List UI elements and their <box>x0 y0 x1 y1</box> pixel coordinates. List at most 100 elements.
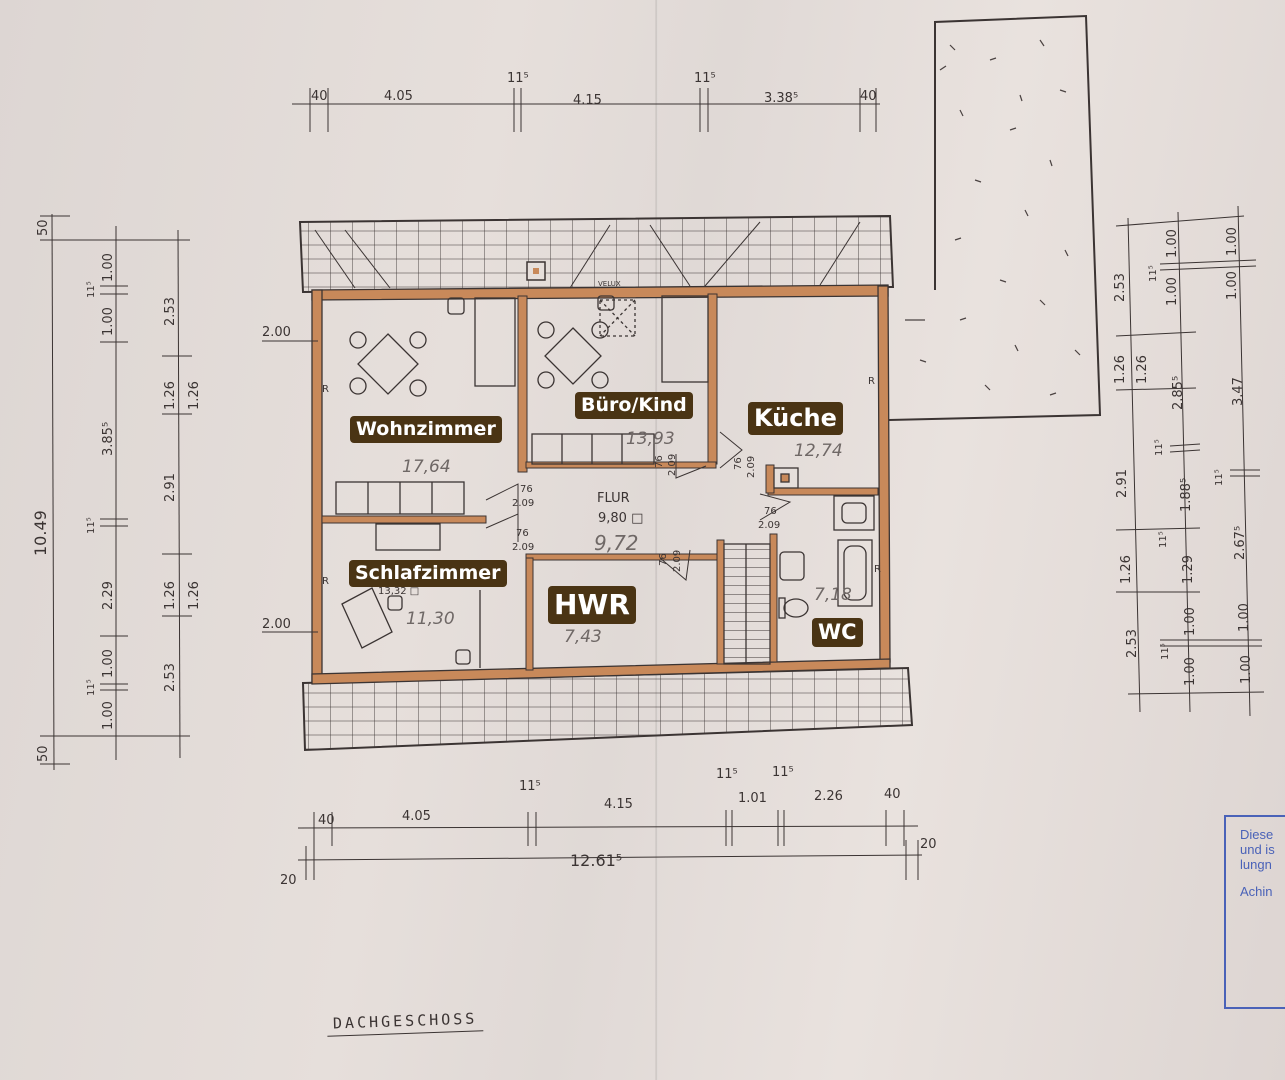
schlafzimmer-area-printed: 13,32 □ <box>378 586 419 597</box>
dim-top-2: 11⁵ <box>507 71 529 86</box>
dim-right-b-9: 11⁵ <box>1160 643 1171 660</box>
door-width: 76 <box>516 528 529 539</box>
dim-right-c-6: 1.00 <box>1237 603 1252 632</box>
dim-left-b-0: 2.53 <box>163 297 178 326</box>
dim-left-a-8: 11⁵ <box>86 679 97 696</box>
pencil-area-schlafzimmer: 11,30 <box>406 609 455 629</box>
window-marker-left-upper: R <box>322 384 329 395</box>
dim-bottom-1: 4.05 <box>402 809 431 824</box>
dim-left-a-1: 1.00 <box>101 253 116 282</box>
dim-left-a-3: 1.00 <box>101 307 116 336</box>
room-label-kueche: Küche <box>748 402 843 435</box>
dim-right-c-1: 1.00 <box>1225 227 1240 256</box>
flur-area-printed: 9,80 □ <box>598 511 643 526</box>
exterior-walls <box>311 284 891 685</box>
dim-left-a-5: 11⁵ <box>86 517 97 534</box>
dim-left-a-4: 3.85⁵ <box>101 422 116 456</box>
printed-annotations: FLUR 9,80 □ 13,32 □ VELUX R R R R <box>322 280 881 597</box>
dim-right-b-10: 1.00 <box>1183 657 1198 686</box>
dim-right-a-0: 2.53 <box>1113 273 1128 302</box>
door-height: 2.09 <box>512 498 534 509</box>
pencil-area-kueche: 12,74 <box>794 441 843 461</box>
velux-label: VELUX <box>598 280 621 288</box>
dim-right-c-0: 2.85⁵ <box>1171 376 1186 410</box>
dim-bottom-end-left: 20 <box>280 873 297 888</box>
pencil-areas: 17,64 13,93 12,74 9,72 11,30 7,43 7,18 <box>402 429 852 647</box>
room-label-wc: WC <box>812 618 863 648</box>
dim-right-a-3: 1.26 <box>1119 555 1134 584</box>
roof-tiles-top <box>298 214 895 294</box>
dim-top-3: 4.15 <box>573 93 602 108</box>
dim-right-b-8: 1.00 <box>1183 607 1198 636</box>
dim-right-c-2: 1.00 <box>1225 271 1240 300</box>
door-swings <box>485 431 792 581</box>
dim-right-b-0: 1.00 <box>1165 229 1180 258</box>
room-label-hwr: HWR <box>548 586 636 624</box>
room-label-buero-kind: Büro/Kind <box>575 392 693 419</box>
paper-fold-crease <box>655 0 658 1080</box>
door-width: 76 <box>520 484 533 495</box>
dim-right-b-7: 1.29 <box>1181 555 1196 584</box>
stamp-line-3: lungn <box>1240 857 1272 872</box>
dim-bottom-end-right: 20 <box>920 837 937 852</box>
dim-bottom-3: 4.15 <box>604 797 633 812</box>
dim-left-a-2: 11⁵ <box>86 281 97 298</box>
dim-top-4: 11⁵ <box>694 71 716 86</box>
dim-left-b-4: 1.26 <box>163 581 178 610</box>
door-height: 2.09 <box>667 454 678 476</box>
dim-left-b-2: 1.26 <box>187 381 202 410</box>
door-width: 76 <box>658 553 669 566</box>
dim-right-a-2: 2.91 <box>1115 469 1130 498</box>
stamp-line-2: und is <box>1240 842 1275 857</box>
dim-left-b-1: 1.26 <box>163 381 178 410</box>
dim-left-b-5: 1.26 <box>187 581 202 610</box>
dim-right-c-7: 1.00 <box>1239 655 1254 684</box>
pencil-area-hwr: 7,43 <box>564 627 602 647</box>
dim-left-b-3: 2.91 <box>163 473 178 502</box>
dim-left-a-7: 1.00 <box>101 649 116 678</box>
interior-walls <box>321 293 879 671</box>
room-label-schlafzimmer: Schlafzimmer <box>349 560 507 587</box>
dim-right-c-3: 3.47 <box>1231 377 1246 406</box>
dim-bottom-8: 40 <box>884 787 901 802</box>
door-dimensions: 76 2.09 76 2.09 76 2.09 76 2.09 76 2.09 … <box>512 454 780 572</box>
stamp-line-4: Achin <box>1240 884 1273 899</box>
dim-top-6: 40 <box>860 89 877 104</box>
dim-left-a-9: 1.00 <box>101 701 116 730</box>
terrace-area <box>887 14 1102 421</box>
dim-right-a-4: 2.53 <box>1125 629 1140 658</box>
pencil-area-wc: 7,18 <box>814 585 852 605</box>
dim-bottom-4: 11⁵ <box>716 767 738 782</box>
pencil-area-wohnzimmer: 17,64 <box>402 457 451 477</box>
dim-right-b-4: 11⁵ <box>1154 439 1165 456</box>
window-marker-right-kitchen: R <box>868 376 875 387</box>
dimension-text-top: 40 4.05 11⁵ 4.15 11⁵ 3.38⁵ 40 <box>311 71 877 108</box>
door-height: 2.09 <box>512 542 534 553</box>
room-label-wohnzimmer: Wohnzimmer <box>350 416 502 443</box>
dimension-text-bottom: 40 4.05 11⁵ 4.15 11⁵ 1.01 11⁵ 2.26 40 12… <box>280 765 937 888</box>
dim-bottom-5: 1.01 <box>738 791 767 806</box>
dim-bottom-6: 11⁵ <box>772 765 794 780</box>
furniture-symbols <box>335 295 875 668</box>
dim-right-b-6: 11⁵ <box>1158 531 1169 548</box>
door-width: 76 <box>733 457 744 470</box>
dim-left-b-6: 2.53 <box>163 663 178 692</box>
door-width: 76 <box>764 506 777 517</box>
dim-right-a-1: 1.26 <box>1113 355 1128 384</box>
dim-left-wall-lower: 2.00 <box>262 617 291 632</box>
dim-bottom-0: 40 <box>318 813 335 828</box>
dim-bottom-2: 11⁵ <box>519 779 541 794</box>
dim-left-total: 10.49 <box>31 510 50 556</box>
pencil-area-buero-kind: 13,93 <box>626 429 675 449</box>
dim-right-b-1: 11⁵ <box>1148 265 1159 282</box>
door-height: 2.09 <box>672 550 683 572</box>
dim-right-b-2: 1.00 <box>1165 277 1180 306</box>
dim-right-b-5: 1.88⁵ <box>1179 478 1194 512</box>
pencil-area-flur: 9,72 <box>594 531 639 555</box>
dim-top-0: 40 <box>311 89 328 104</box>
dim-right-c-4: 11⁵ <box>1214 469 1225 486</box>
dim-right-b-3: 1.26 <box>1135 355 1150 384</box>
approval-stamp: Diese und is lungn Achin <box>1224 815 1285 1009</box>
